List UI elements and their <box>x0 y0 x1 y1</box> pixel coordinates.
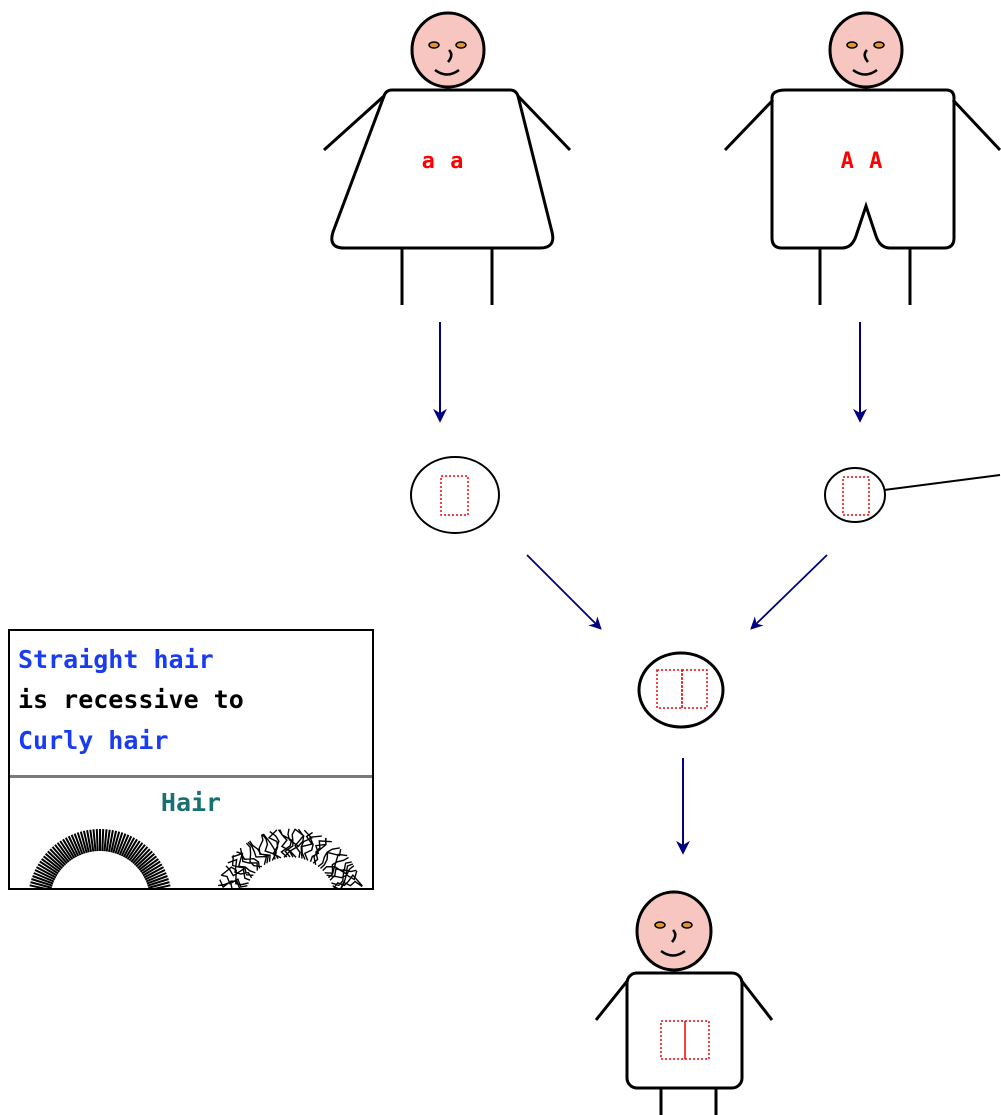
child-right-arm <box>741 980 772 1020</box>
zygote-cell <box>639 653 723 727</box>
sperm-cell <box>825 468 1000 522</box>
father-figure: A A <box>725 13 1000 305</box>
curly-hair-icon <box>217 829 363 889</box>
child-left-arm <box>596 980 628 1020</box>
legend-divider <box>10 775 372 778</box>
trait-name: Hair <box>10 788 372 817</box>
trait-legend: Straight hair is recessive to Curly hair… <box>8 629 374 890</box>
dominance-relation-label: is recessive to <box>18 685 244 714</box>
straight-hair-icon <box>30 829 171 889</box>
egg-cell <box>411 457 499 533</box>
father-left-arm <box>725 100 773 150</box>
mother-figure: a a <box>324 13 570 305</box>
dominant-phenotype-label: Curly hair <box>18 726 169 755</box>
father-genotype: A A <box>841 149 884 174</box>
sperm-tail <box>884 475 1000 490</box>
hair-samples <box>10 823 372 889</box>
egg-to-zygote-arrow <box>527 555 600 628</box>
sperm-to-zygote-arrow <box>752 555 827 628</box>
father-right-arm <box>953 100 1000 150</box>
child-figure <box>596 892 772 1115</box>
mother-head <box>412 13 484 87</box>
mother-genotype: a a <box>422 149 465 174</box>
recessive-phenotype-label: Straight hair <box>18 645 214 674</box>
